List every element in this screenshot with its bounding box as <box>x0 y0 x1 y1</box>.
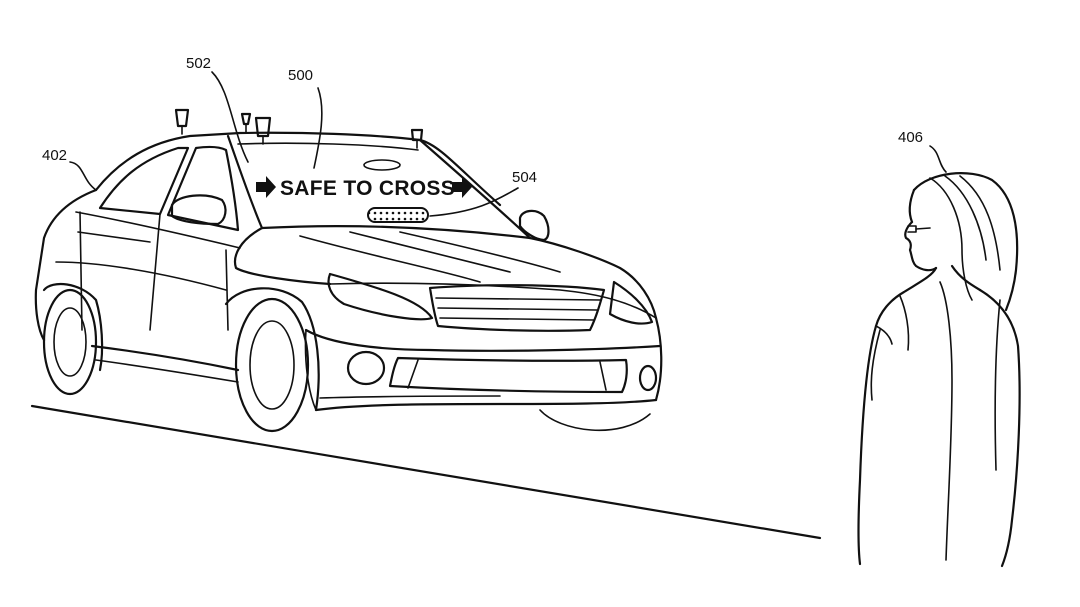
arrow-right-icon <box>256 176 276 198</box>
label-sensor-rack: 502 <box>186 55 211 72</box>
leader-lines <box>69 71 947 217</box>
windshield-display: SAFE TO CROSS <box>256 176 472 223</box>
sensor-rack <box>174 108 424 149</box>
pedestrian <box>857 172 1021 568</box>
reference-labels: 402 502 500 504 406 <box>42 55 923 186</box>
windshield-message: SAFE TO CROSS <box>280 177 455 200</box>
road-edge-line <box>30 404 822 540</box>
indicator-light <box>367 207 429 223</box>
arrow-right-icon <box>452 176 472 198</box>
label-pedestrian: 406 <box>898 129 923 146</box>
label-indicator-light: 504 <box>512 169 537 186</box>
label-car: 402 <box>42 147 67 164</box>
autonomous-car <box>34 131 663 433</box>
label-display: 500 <box>288 67 313 84</box>
